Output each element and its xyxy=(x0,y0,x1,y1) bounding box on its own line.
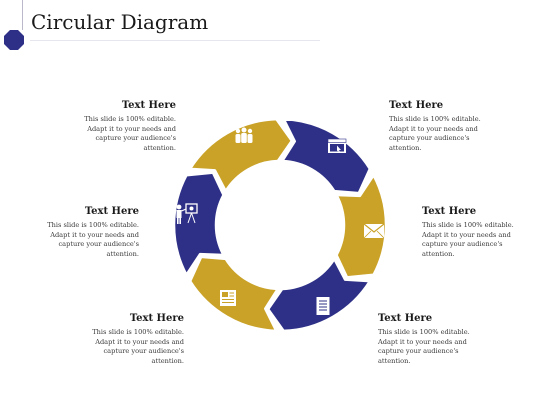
block-body: This slide is 100% editable. Adapt it to… xyxy=(84,115,176,152)
diagram-segment-6 xyxy=(172,171,225,277)
block-heading: Text Here xyxy=(389,100,444,111)
diagram-segment-1 xyxy=(188,117,294,193)
newspaper-icon xyxy=(220,290,236,306)
diagram-segment-3 xyxy=(335,173,388,279)
block-heading: Text Here xyxy=(121,100,176,111)
diagram-segment-2 xyxy=(280,117,372,195)
octagon-bullet-icon xyxy=(4,30,24,50)
document-icon xyxy=(316,297,330,315)
text-block-top-left: Text Here This slide is 100% editable. A… xyxy=(26,100,176,153)
text-block-mid-left: Text Here This slide is 100% editable. A… xyxy=(0,206,139,259)
text-block-top-right: Text Here This slide is 100% editable. A… xyxy=(389,100,539,153)
envelope-icon xyxy=(363,223,385,239)
title-underline xyxy=(30,40,320,41)
diagram-segments xyxy=(172,117,388,333)
text-block-bottom-left: Text Here This slide is 100% editable. A… xyxy=(34,313,184,366)
people-group-icon xyxy=(235,127,253,143)
block-body: This slide is 100% editable. Adapt it to… xyxy=(47,221,139,258)
block-heading: Text Here xyxy=(84,206,139,217)
presenter-board-icon xyxy=(176,203,198,224)
title-bar: Circular Diagram xyxy=(0,0,560,60)
block-body: This slide is 100% editable. Adapt it to… xyxy=(378,328,470,365)
decorative-line xyxy=(22,0,23,30)
page-title: Circular Diagram xyxy=(31,10,209,34)
block-body: This slide is 100% editable. Adapt it to… xyxy=(422,221,514,258)
block-body: This slide is 100% editable. Adapt it to… xyxy=(389,115,481,152)
block-heading: Text Here xyxy=(129,313,184,324)
text-block-bottom-right: Text Here This slide is 100% editable. A… xyxy=(378,313,528,366)
block-body: This slide is 100% editable. Adapt it to… xyxy=(92,328,184,365)
diagram-segment-4 xyxy=(266,257,372,333)
browser-window-icon xyxy=(327,138,347,153)
diagram-icons xyxy=(176,127,385,315)
block-heading: Text Here xyxy=(378,313,433,324)
block-heading: Text Here xyxy=(422,206,477,217)
text-block-mid-right: Text Here This slide is 100% editable. A… xyxy=(422,206,560,259)
